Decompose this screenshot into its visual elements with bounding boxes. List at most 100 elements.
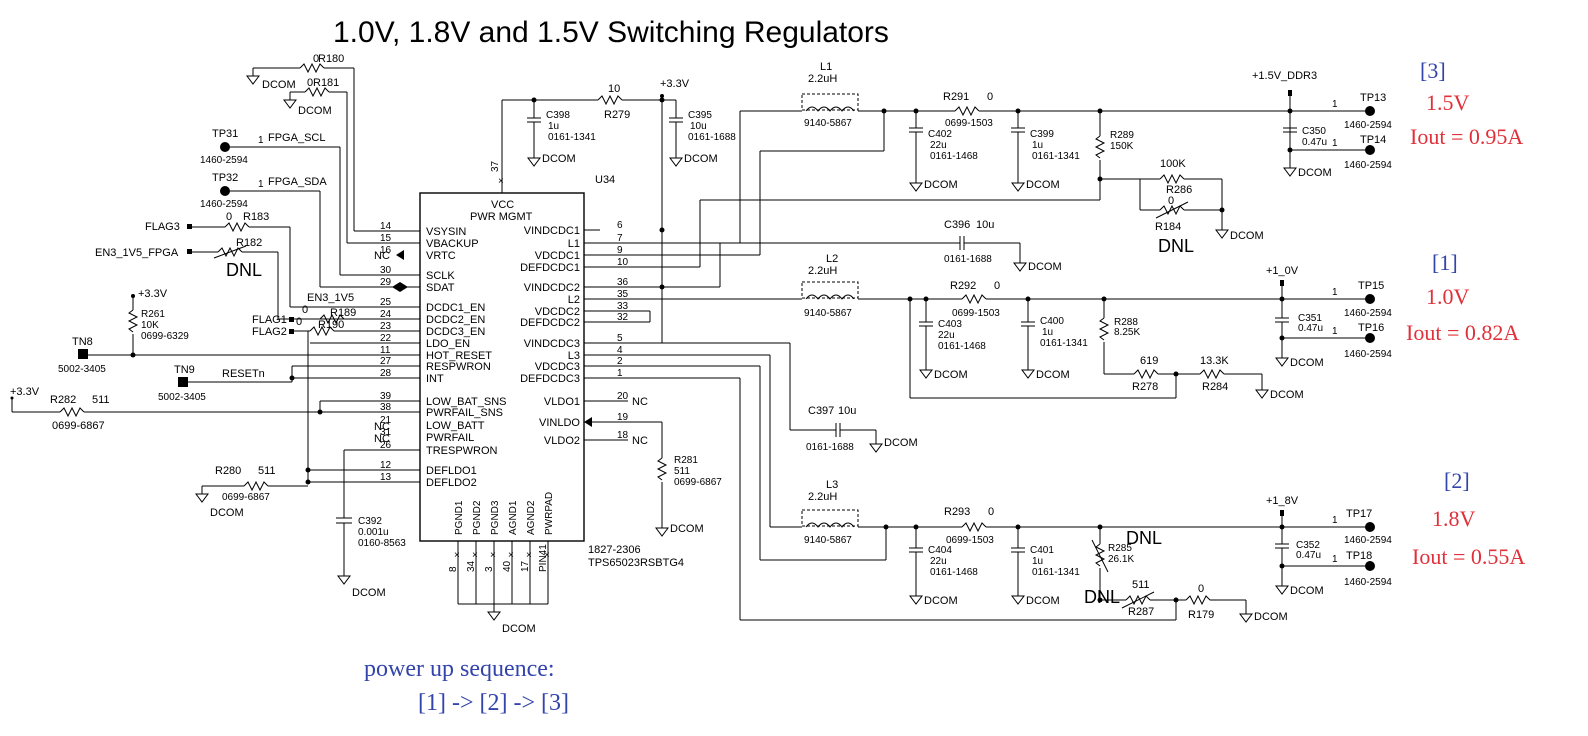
r292-pn: 0699-1503 xyxy=(952,308,1000,319)
ic-right-pin-num: 33 xyxy=(617,301,629,312)
ic-bottom-pin-name: AGND1 xyxy=(508,500,519,535)
c397-pn: 0161-1688 xyxy=(806,442,854,453)
ic-left-pin-num: 26 xyxy=(380,440,392,451)
vin-supply-label: +3.3V xyxy=(660,78,690,90)
rail1-voltage: 1.0V xyxy=(1426,284,1470,309)
ic-left-pin-name: RESPWRON xyxy=(426,361,491,373)
rail3-index: [3] xyxy=(1420,58,1446,83)
r292-label: R292 xyxy=(950,280,976,292)
ic-left-pin-name: DCDC3_EN xyxy=(426,326,485,338)
rail2-iout: Iout = 0.55A xyxy=(1412,544,1525,569)
ic-left-pin-name: LOW_BAT_SNS xyxy=(426,396,507,408)
tp14-pin: 1 xyxy=(1332,138,1338,149)
r278-label: R278 xyxy=(1132,381,1158,393)
ic-left-pin-num: 24 xyxy=(380,309,392,320)
rail2-index: [2] xyxy=(1444,468,1470,493)
r261-value: 10K xyxy=(141,320,159,331)
tp18-pn: 1460-2594 xyxy=(1344,577,1392,588)
tp14-label: TP14 xyxy=(1360,134,1386,146)
ic-bottom-pin-num: 17 xyxy=(520,560,531,572)
ic-bottom-pin-num: 34 xyxy=(466,560,477,572)
r189-value: 0 xyxy=(302,304,308,316)
c402-value: 22u xyxy=(930,140,947,151)
ic-right-pin-num: 32 xyxy=(617,312,629,323)
ic-left-pin-num: 38 xyxy=(380,402,392,413)
r284-value: 13.3K xyxy=(1200,355,1229,367)
c399-pn: 0161-1341 xyxy=(1032,151,1080,162)
ic-left-pin-num: 25 xyxy=(380,297,392,308)
flag2-label: FLAG2 xyxy=(252,326,287,338)
tp15-pin: 1 xyxy=(1332,287,1338,298)
r279-value: 10 xyxy=(608,83,620,95)
tp17-pin: 1 xyxy=(1332,515,1338,526)
r286-label: R286 xyxy=(1166,184,1192,196)
page-title: 1.0V, 1.8V and 1.5V Switching Regulators xyxy=(333,16,889,49)
rail-1v0: C396 10u 0161-1688 DCOM L2 2.2uH 9140-58… xyxy=(584,219,1392,401)
c400-pn: 0161-1341 xyxy=(1040,338,1088,349)
ic-right-pin-num: 10 xyxy=(617,257,629,268)
tp17-label: TP17 xyxy=(1346,508,1372,520)
ic-bottom-pin-x: × xyxy=(472,550,478,561)
l1-value: 2.2uH xyxy=(808,73,837,85)
rail2-voltage: 1.8V xyxy=(1432,506,1476,531)
dcom-c404: DCOM xyxy=(924,595,958,607)
low-batt-nc: NC xyxy=(374,421,390,433)
ic-right-pin-num: 19 xyxy=(617,412,629,423)
ic-bottom-pin-x: × xyxy=(454,550,460,561)
ldo-pins: NC R281 511 0699-6867 DCOM NC xyxy=(584,396,722,537)
tp13-pin: 1 xyxy=(1332,99,1338,110)
r287-label: R287 xyxy=(1128,606,1154,618)
ic-right-pin-name: VLDO1 xyxy=(544,396,580,408)
r183-value: 0 xyxy=(226,211,232,223)
tp32-pn: 1460-2594 xyxy=(200,199,248,210)
l1-label: L1 xyxy=(820,61,832,73)
r289-value: 150K xyxy=(1110,141,1134,152)
r293-value: 0 xyxy=(988,506,994,518)
resetn-label: RESETn xyxy=(222,368,265,380)
r180-label: R180 xyxy=(318,53,344,65)
ic-left-pin-name: DCDC1_EN xyxy=(426,302,485,314)
ic-right-pin-name: DEFDCDC1 xyxy=(520,262,580,274)
r282-pn: 0699-6867 xyxy=(52,420,105,432)
ic-left-pin-num: 23 xyxy=(380,321,392,332)
ic-left-pin-name: VBACKUP xyxy=(426,238,479,250)
rail-1v5: L1 2.2uH 9140-5867 R291 0 0699-1503 C402… xyxy=(584,61,1392,268)
ic-right-pin-num: 18 xyxy=(617,430,629,441)
ic-bottom-pin-name: AGND2 xyxy=(526,500,537,535)
dcom-r281: DCOM xyxy=(670,523,704,535)
ic-bottom-pin-num: 40 xyxy=(502,560,513,572)
r180-value: 0 xyxy=(313,53,319,65)
r285-dnl: DNL xyxy=(1126,528,1162,548)
ic-left-pin-num: 13 xyxy=(380,472,392,483)
r281-value: 511 xyxy=(674,466,690,477)
r284-label: R284 xyxy=(1202,381,1228,393)
r280-label: R280 xyxy=(215,465,241,477)
ic-left-pin-num: 11 xyxy=(380,345,391,356)
ic-right-pin-num: 7 xyxy=(617,233,623,244)
r261-pn: 0699-6329 xyxy=(141,331,189,342)
ic-right-pin-name: L3 xyxy=(568,350,580,362)
ic-left-pin-num: 28 xyxy=(380,368,392,379)
ic-right-pin-num: 6 xyxy=(617,220,623,231)
l3-value: 2.2uH xyxy=(808,491,837,503)
rail-1v8: C397 10u 0161-1688 DCOM L3 2.2uH 9140-58… xyxy=(584,342,1392,623)
left-circuitry: R180 0 DCOM R181 0 DCOM TP31 1460-2594 1… xyxy=(10,53,420,599)
tp18-pin: 1 xyxy=(1332,554,1338,565)
c398-value: 1u xyxy=(548,121,559,132)
r291-value: 0 xyxy=(987,91,993,103)
v15-rail-label: +1.5V_DDR3 xyxy=(1252,70,1317,82)
r293-pn: 0699-1503 xyxy=(946,535,994,546)
ic-vcc-label: VCC xyxy=(491,199,514,211)
tp16-pin: 1 xyxy=(1332,326,1338,337)
ic-bottom-pin-x: × xyxy=(490,550,496,561)
r179-value: 0 xyxy=(1198,583,1204,595)
ic-left-pin-name: SDAT xyxy=(426,282,455,294)
ic-bottom-pin-num: 8 xyxy=(448,566,459,572)
c404-pn: 0161-1468 xyxy=(930,567,978,578)
rail-annotations: [3] 1.5V Iout = 0.95A [1] 1.0V Iout = 0.… xyxy=(364,58,1525,716)
r281-label: R281 xyxy=(674,455,698,466)
ic-right-pin-name: VDCDC1 xyxy=(535,250,580,262)
c399-value: 1u xyxy=(1032,140,1043,151)
ic-bottom-pin-x: × xyxy=(526,550,532,561)
ic-right-pin-num: 9 xyxy=(617,245,623,256)
